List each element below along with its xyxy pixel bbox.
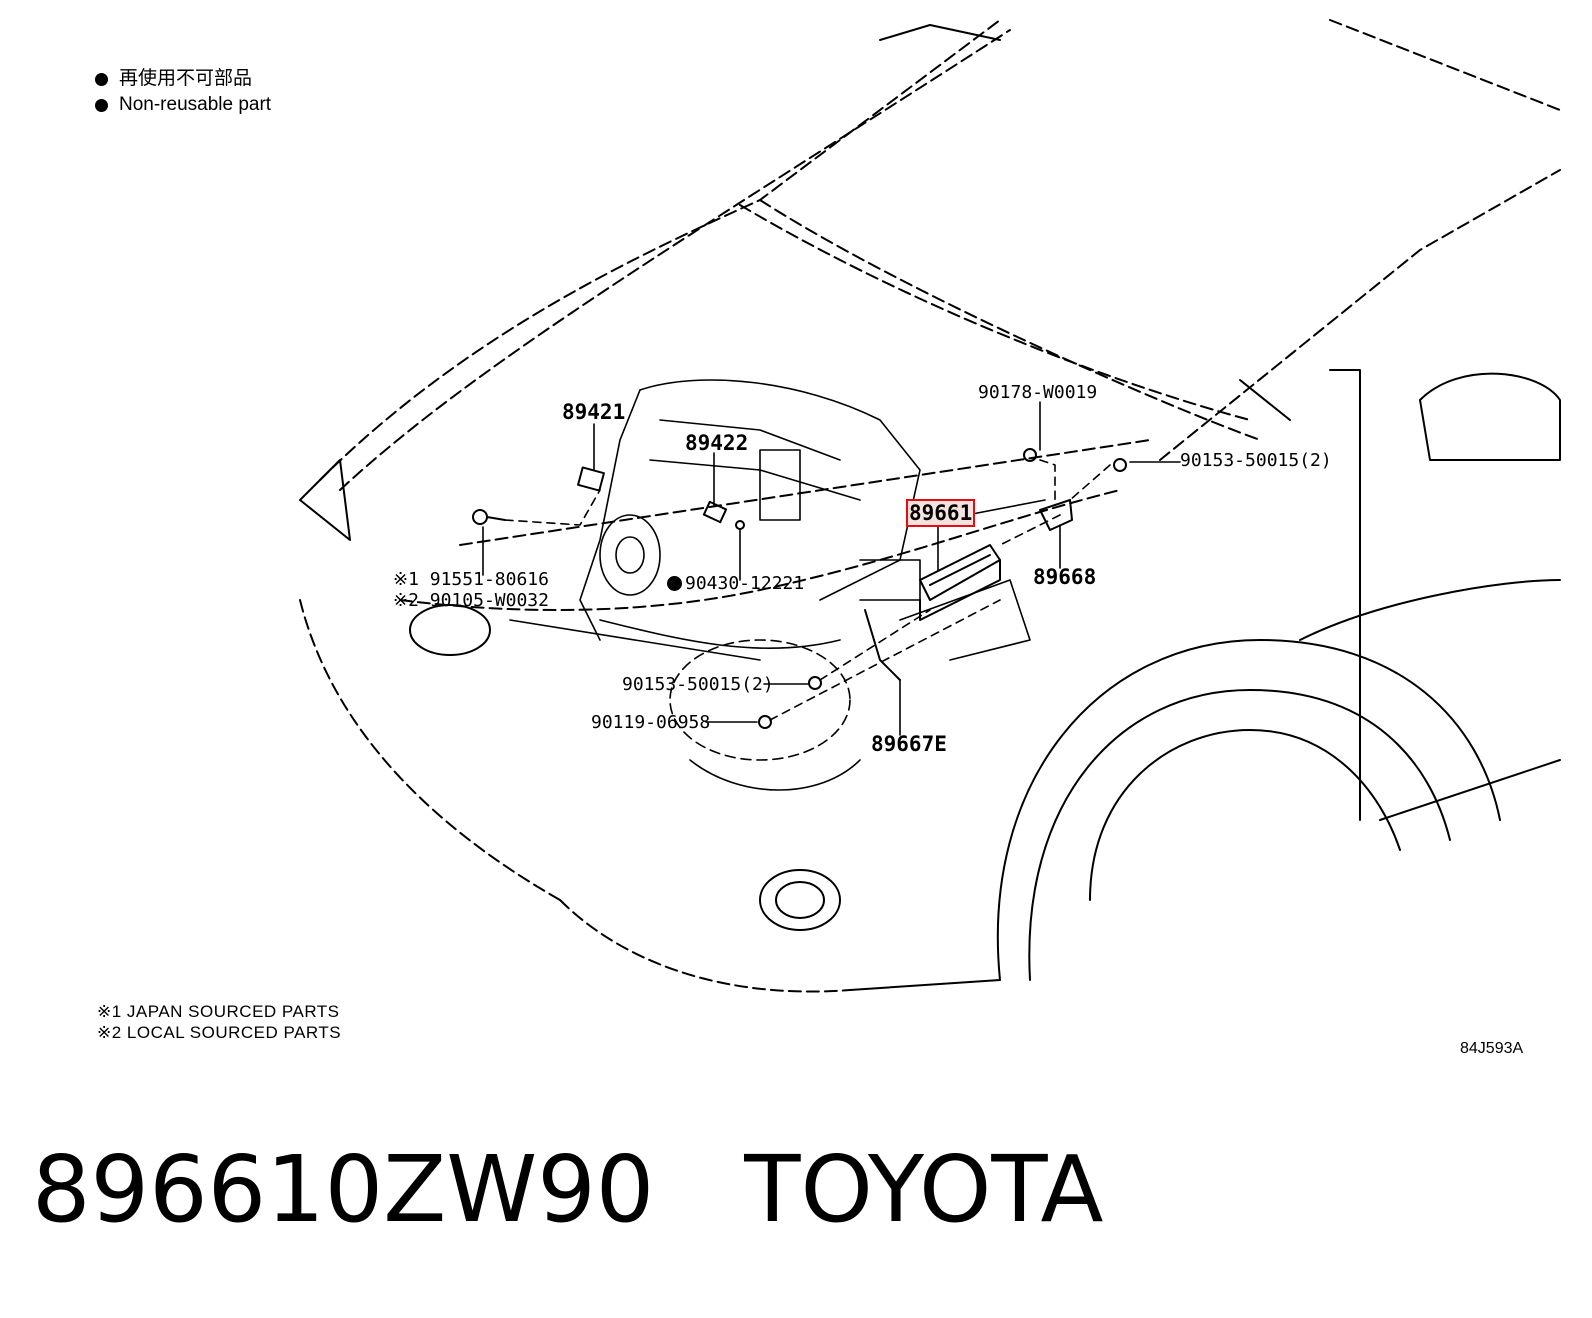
part-label-89422[interactable]: 89422 — [685, 431, 749, 455]
part-label-90105-w0032[interactable]: ※2 90105-W0032 — [393, 590, 549, 611]
part-label-90430-12221[interactable]: 90430-12221 — [667, 574, 804, 594]
legend-text-en: Non-reusable part — [119, 94, 272, 115]
parts-diagram-drawing — [299, 19, 1561, 993]
source-notes: ※1 JAPAN SOURCED PARTS ※2 LOCAL SOURCED … — [97, 1001, 341, 1043]
part-number-title: 896610ZW90 — [32, 1136, 655, 1243]
part-label-89667e[interactable]: 89667E — [871, 732, 947, 756]
part-label-90153-50015-bottom[interactable]: 90153-50015(2) — [622, 674, 774, 695]
legend-text-jp: 再使用不可部品 — [119, 68, 253, 89]
non-reusable-bullet-icon — [667, 576, 682, 591]
car-body-solid — [299, 24, 1561, 991]
legend-row-en: Non-reusable part — [95, 92, 271, 118]
part-label-90153-50015-top[interactable]: 90153-50015(2) — [1180, 450, 1332, 471]
bullet-icon — [95, 98, 108, 112]
bullet-icon — [95, 72, 108, 86]
ecu-module — [919, 544, 1001, 621]
part-label-90178-w0019[interactable]: 90178-W0019 — [978, 382, 1098, 403]
figure-code: 84J593A — [1460, 1040, 1524, 1057]
note-local-sourced: ※2 LOCAL SOURCED PARTS — [97, 1023, 342, 1042]
part-label-90119-06958[interactable]: 90119-06958 — [591, 713, 710, 733]
legend-row-jp: 再使用不可部品 — [95, 66, 271, 92]
part-label-91551-80616[interactable]: ※1 91551-80616 — [393, 569, 549, 590]
brand-title: TOYOTA — [744, 1136, 1104, 1243]
part-number-90430-12221[interactable]: 90430-12221 — [685, 573, 805, 594]
legend: 再使用不可部品 Non-reusable part — [95, 66, 271, 118]
part-label-89668[interactable]: 89668 — [1033, 565, 1097, 589]
dashed-leaders — [504, 459, 1111, 721]
leader-lines — [482, 401, 1181, 736]
highlighted-part-89661[interactable]: 89661 — [905, 499, 976, 527]
part-label-89661[interactable]: 89661 — [905, 499, 976, 527]
part-label-89421[interactable]: 89421 — [562, 400, 626, 424]
bracket — [1039, 499, 1073, 531]
part-number-90119-06958[interactable]: 90119-06958 — [591, 712, 711, 733]
engine-outline — [579, 379, 1031, 791]
note-japan-sourced: ※1 JAPAN SOURCED PARTS — [97, 1002, 340, 1021]
